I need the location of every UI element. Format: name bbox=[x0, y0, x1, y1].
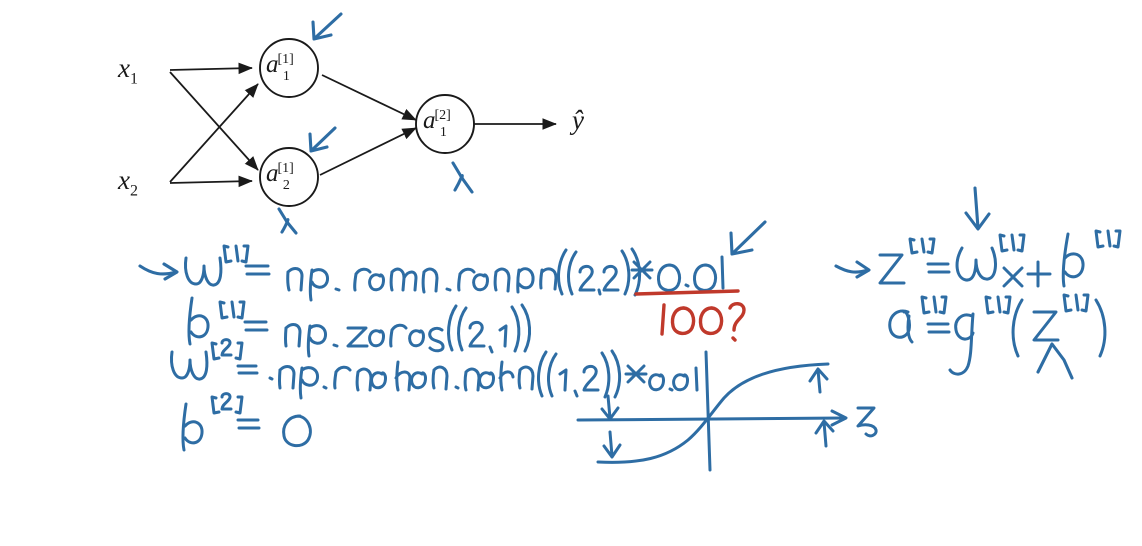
lead-arrow-forward-icon bbox=[834, 260, 871, 279]
arrow-to-scale-note-icon bbox=[729, 220, 767, 256]
node-hidden-1 bbox=[259, 38, 319, 98]
arrow-flat-left-upper-icon bbox=[600, 394, 620, 421]
input-x1-base: x bbox=[118, 53, 130, 83]
hidden-2-sub: 2 bbox=[282, 178, 290, 194]
arrow-to-hidden-2-icon bbox=[308, 126, 337, 153]
hidden-2-sup: [1] bbox=[277, 160, 294, 176]
activation-curve bbox=[596, 362, 830, 464]
forward-equations-handwriting bbox=[878, 229, 1122, 376]
forward-eq-line-1 bbox=[878, 229, 1122, 288]
activation-axis-label-z bbox=[856, 406, 878, 438]
node-output bbox=[415, 94, 475, 154]
hidden-2-base: a bbox=[266, 160, 279, 187]
activation-sketch bbox=[576, 350, 848, 472]
output-base: a bbox=[423, 107, 436, 134]
edge-x1-a1 bbox=[169, 62, 253, 75]
scale-note-denominator bbox=[660, 302, 746, 342]
arrow-to-hidden-1-icon bbox=[311, 12, 343, 41]
forward-eq-line-2 bbox=[888, 293, 1107, 376]
arrow-under-output-icon bbox=[451, 161, 474, 194]
arrow-flat-left-lower-icon bbox=[602, 430, 622, 459]
input-x2-sub: 2 bbox=[129, 182, 138, 200]
prediction-label-yhat: ŷ bbox=[572, 105, 584, 135]
network-edges bbox=[169, 62, 557, 188]
arrow-flat-right-upper-icon bbox=[808, 367, 829, 394]
edge-x1-a2 bbox=[169, 71, 259, 171]
edge-a2-out bbox=[319, 127, 417, 176]
node-label-output: a[2] 1 bbox=[423, 107, 459, 140]
init-line-4 bbox=[181, 392, 312, 452]
node-label-hidden-1: a[1] 1 bbox=[266, 51, 302, 84]
hidden-1-sub: 1 bbox=[282, 69, 290, 85]
arrow-under-hidden-2-icon bbox=[277, 207, 298, 235]
arrow-to-activation-fn-icon bbox=[1036, 342, 1074, 380]
node-label-hidden-2: a[1] 2 bbox=[266, 160, 302, 193]
input-label-x1: x1 bbox=[118, 55, 138, 87]
input-x1-sub: 1 bbox=[129, 70, 138, 88]
scale-note-numerator bbox=[630, 255, 725, 292]
hidden-1-sup: [1] bbox=[277, 51, 294, 67]
edge-x2-a1 bbox=[169, 83, 259, 183]
node-hidden-2 bbox=[259, 147, 319, 207]
init-line-1 bbox=[184, 244, 641, 302]
activation-y-axis bbox=[704, 350, 712, 472]
lead-arrow-init-icon bbox=[138, 262, 179, 281]
edge-a1-out bbox=[321, 74, 417, 121]
arrow-to-forward-eq-icon bbox=[964, 186, 991, 231]
init-line-2 bbox=[187, 296, 531, 358]
activation-annotation-arrows bbox=[600, 367, 878, 459]
hidden-1-base: a bbox=[266, 51, 279, 78]
network-nodes bbox=[259, 38, 475, 207]
blue-pointer-annotations bbox=[138, 12, 1074, 380]
input-x2-base: x bbox=[118, 165, 130, 195]
init-line-3 bbox=[170, 338, 699, 400]
arrow-flat-right-lower-icon bbox=[814, 419, 835, 448]
output-sub: 1 bbox=[439, 125, 447, 141]
output-sup: [2] bbox=[434, 107, 451, 123]
input-label-x2: x2 bbox=[118, 167, 138, 199]
edge-x2-a2 bbox=[169, 175, 253, 188]
activation-x-axis-arrowhead bbox=[830, 409, 848, 427]
init-code-handwriting bbox=[170, 244, 699, 452]
scale-note-divider bbox=[634, 289, 740, 296]
activation-x-axis bbox=[576, 416, 846, 422]
